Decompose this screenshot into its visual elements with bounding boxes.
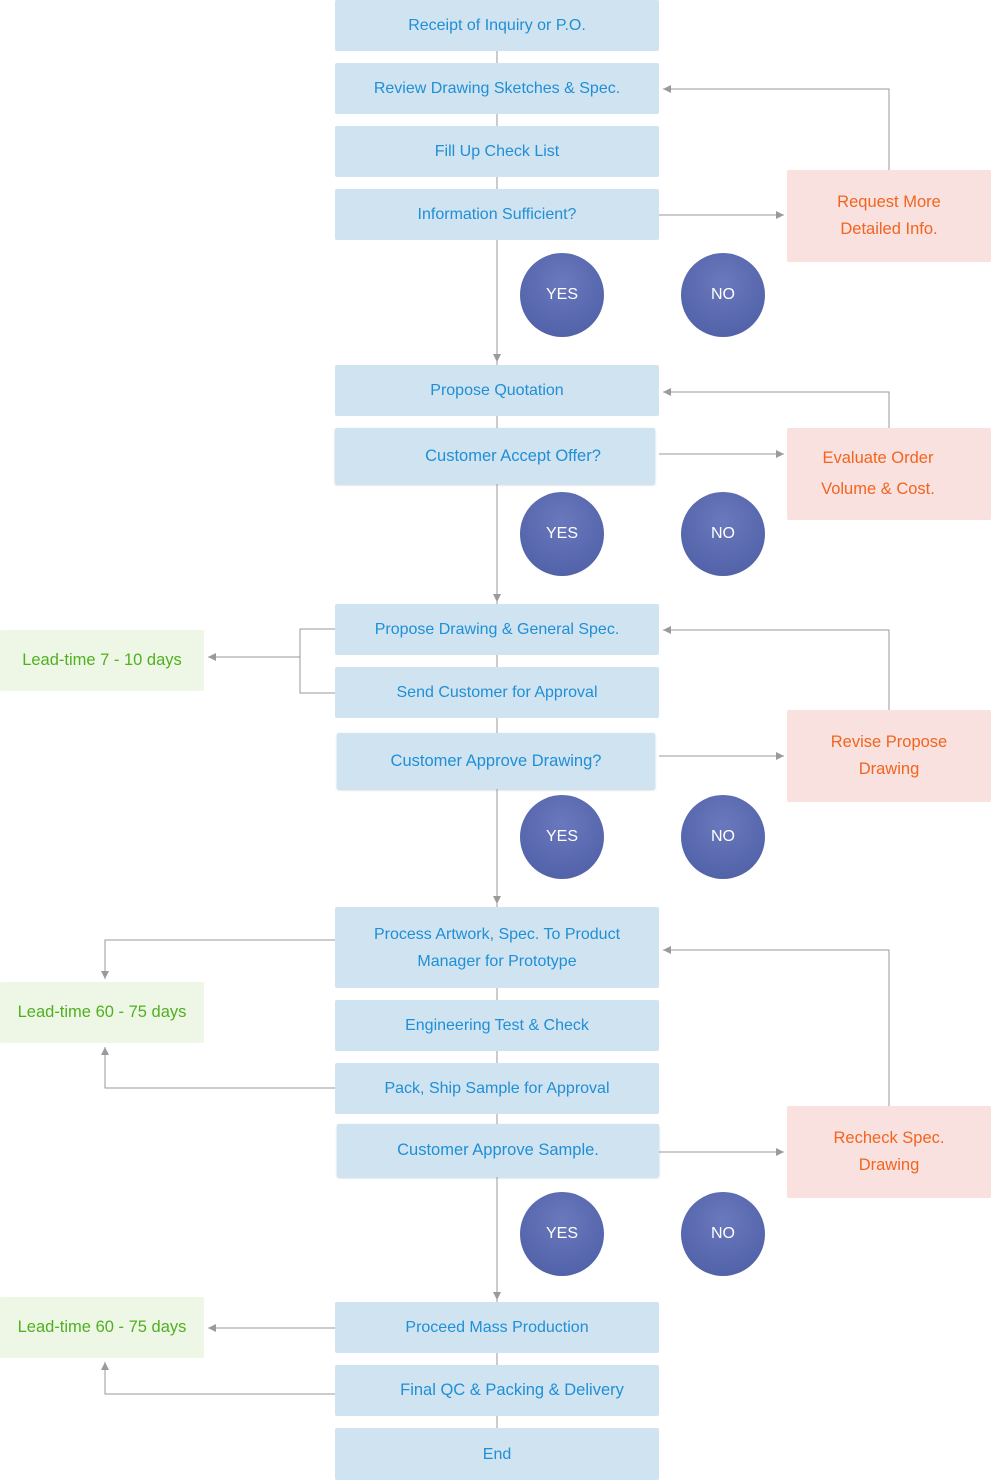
arrow-to-leadtime-2-top: [101, 939, 335, 979]
step-propose-quotation: Propose Quotation: [335, 365, 659, 416]
feedback-request-more-info: Request More Detailed Info.: [787, 170, 991, 262]
no-circle-drawing: NO: [681, 795, 765, 879]
arrow-to-leadtime-3-bottom: [101, 1362, 335, 1395]
leadtime-60-75-days-prototype: Lead-time 60 - 75 days: [0, 982, 204, 1043]
leadtime-60-75-days-production: Lead-time 60 - 75 days: [0, 1297, 204, 1358]
step-propose-drawing: Propose Drawing & General Spec.: [335, 604, 659, 655]
yes-circle-drawing: YES: [520, 795, 604, 879]
decision-customer-approve-drawing: Customer Approve Drawing?: [337, 733, 655, 789]
loop-evaluate-order: [663, 388, 890, 428]
step-pack-ship-sample: Pack, Ship Sample for Approval: [335, 1063, 659, 1114]
yes-circle-offer: YES: [520, 492, 604, 576]
arrow-to-leadtime-2-bottom: [101, 1047, 335, 1089]
loop-revise-drawing: [663, 626, 890, 710]
no-circle-information: NO: [681, 253, 765, 337]
no-circle-offer: NO: [681, 492, 765, 576]
bracket-leadtime-1: [299, 628, 335, 694]
step-process-artwork: Process Artwork, Spec. To Product Manage…: [335, 907, 659, 988]
decision-information-sufficient: Information Sufficient?: [335, 189, 659, 240]
loop-recheck-spec: [663, 946, 890, 1106]
step-end: End: [335, 1428, 659, 1480]
leadtime-7-10-days: Lead-time 7 - 10 days: [0, 630, 204, 691]
step-proceed-mass-production: Proceed Mass Production: [335, 1302, 659, 1353]
step-review-drawing: Review Drawing Sketches & Spec.: [335, 63, 659, 114]
decision-customer-approve-sample: Customer Approve Sample.: [337, 1124, 659, 1177]
yes-circle-information: YES: [520, 253, 604, 337]
step-fill-up-check-list: Fill Up Check List: [335, 126, 659, 177]
step-engineering-test: Engineering Test & Check: [335, 1000, 659, 1051]
feedback-revise-drawing: Revise Propose Drawing: [787, 710, 991, 802]
decision-customer-accept-offer: Customer Accept Offer?: [335, 428, 655, 484]
no-circle-sample: NO: [681, 1192, 765, 1276]
loop-request-info: [663, 85, 890, 170]
feedback-evaluate-order: Evaluate Order Volume & Cost.: [787, 428, 991, 520]
step-final-qc-packing-delivery: Final QC & Packing & Delivery: [335, 1365, 659, 1416]
step-receipt-of-inquiry: Receipt of Inquiry or P.O.: [335, 0, 659, 51]
feedback-recheck-spec: Recheck Spec. Drawing: [787, 1106, 991, 1198]
step-send-customer-approval: Send Customer for Approval: [335, 667, 659, 718]
yes-circle-sample: YES: [520, 1192, 604, 1276]
